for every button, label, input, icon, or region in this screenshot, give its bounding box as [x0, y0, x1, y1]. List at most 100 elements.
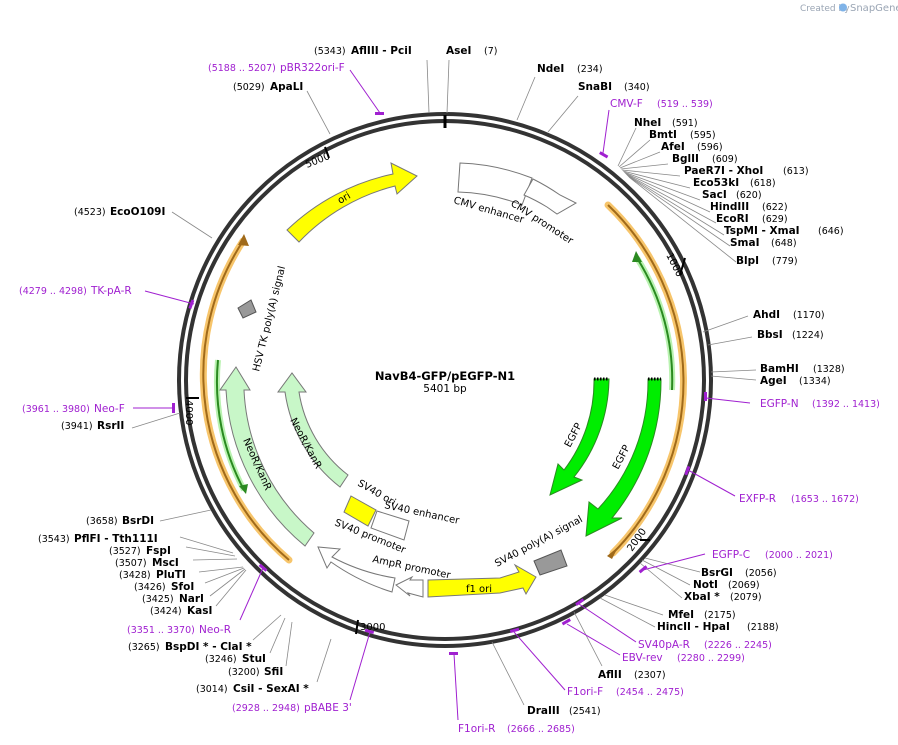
feature-hsv-tk-polya: HSV TK poly(A) signal: [237, 265, 288, 373]
site-ahdI[interactable]: AhdI(1170): [753, 309, 825, 321]
svg-text:(2000 .. 2021): (2000 .. 2021): [765, 550, 833, 561]
svg-text:(2069): (2069): [728, 580, 760, 591]
tick-label-4000: 4000: [183, 400, 194, 425]
tick-label-3000: 3000: [360, 622, 385, 633]
site-bsrGI[interactable]: BsrGI(2056): [701, 567, 777, 579]
svg-text:(3200): (3200): [228, 667, 260, 678]
site-mfeI[interactable]: MfeI(2175): [668, 609, 736, 621]
site-mscI[interactable]: (3507)MscI: [115, 557, 179, 569]
site-bbsI[interactable]: BbsI(1224): [757, 329, 824, 341]
site-sfoI[interactable]: (3426)SfoI: [134, 581, 194, 593]
site-bamHI[interactable]: BamHI(1328): [760, 363, 845, 375]
site-sacI[interactable]: SacI(620): [702, 189, 762, 201]
svg-text:AfeI: AfeI: [661, 141, 685, 153]
svg-text:F1ori-F: F1ori-F: [567, 686, 603, 698]
feature-cmv-enhancer: CMV enhancer: [452, 162, 533, 226]
site-notI[interactable]: NotI(2069): [693, 579, 760, 591]
site-bglII[interactable]: BglII(609): [672, 153, 738, 165]
primer-ebv-rev[interactable]: EBV-rev(2280 .. 2299): [622, 652, 745, 664]
feature-neor-outer: NeoR/KanR: [219, 366, 315, 547]
site-aflII[interactable]: AflII(2307): [598, 669, 666, 681]
site-stuI[interactable]: (3246)StuI: [205, 653, 266, 665]
site-bspDI-claI[interactable]: (3265)BspDI * - ClaI *: [128, 641, 252, 653]
svg-text:CsiI - SexAI *: CsiI - SexAI *: [233, 683, 309, 695]
primer-f1ori-f[interactable]: F1ori-F(2454 .. 2475): [567, 686, 684, 698]
svg-text:(3351 .. 3370): (3351 .. 3370): [127, 625, 195, 636]
svg-text:(3941): (3941): [61, 421, 93, 432]
site-tspMI-xmaI[interactable]: TspMI - XmaI(646): [724, 225, 844, 237]
primer-pbabe-3[interactable]: (2928 .. 2948)pBABE 3': [232, 702, 352, 714]
site-sfiI[interactable]: (3200) SfiI: [228, 666, 283, 678]
site-hincII-hpaI[interactable]: HincII - HpaI(2188): [657, 621, 779, 633]
site-ecoO109I[interactable]: (4523)EcoO109I: [74, 206, 165, 218]
site-pluTI[interactable]: (3428)PluTI: [119, 569, 186, 581]
svg-text:HincII - HpaI: HincII - HpaI: [657, 621, 730, 633]
primer-exfp-r[interactable]: EXFP-R(1653 .. 1672): [739, 493, 859, 505]
svg-text:AhdI: AhdI: [753, 309, 780, 321]
svg-text:FspI: FspI: [146, 545, 171, 557]
site-afeI[interactable]: AfeI (596): [661, 141, 723, 153]
site-snabi[interactable]: SnaBI(340): [578, 81, 650, 93]
site-ecoRI[interactable]: EcoRI(629): [716, 213, 788, 225]
feature-egfp-inner: EGFP: [549, 377, 610, 496]
svg-text:(591): (591): [672, 118, 698, 129]
svg-text:ApaLI: ApaLI: [270, 81, 303, 93]
svg-text:BmtI: BmtI: [649, 129, 677, 141]
svg-text:BsrDI: BsrDI: [122, 515, 154, 527]
svg-text:BamHI: BamHI: [760, 363, 799, 375]
site-bmtI[interactable]: BmtI(595): [649, 129, 716, 141]
site-ndeI[interactable]: NdeI(234): [537, 63, 603, 75]
site-csiI-sexAI[interactable]: (3014) CsiI - SexAI *: [196, 683, 309, 695]
backbone: [177, 112, 713, 648]
svg-text:AflIII - PciI: AflIII - PciI: [351, 45, 412, 57]
svg-text:(2226 .. 2245): (2226 .. 2245): [704, 640, 772, 651]
site-ageI[interactable]: AgeI(1334): [760, 375, 831, 387]
primer-pbr322ori-f[interactable]: (5188 .. 5207)pBR322ori-F: [208, 62, 345, 74]
primer-cmv-f[interactable]: CMV-F(519 .. 539): [610, 98, 713, 110]
site-bsrDI[interactable]: (3658)BsrDI: [86, 515, 154, 527]
primer-neo-f[interactable]: (3961 .. 3980)Neo-F: [22, 403, 125, 415]
site-xbaI[interactable]: XbaI *(2079): [684, 591, 762, 603]
svg-text:(1334): (1334): [799, 376, 831, 387]
site-hindIII[interactable]: HindIII(622): [710, 201, 788, 213]
primer-egfp-n[interactable]: EGFP-N(1392 .. 1413): [760, 398, 880, 410]
svg-text:BlpI: BlpI: [736, 255, 759, 267]
primer-neo-r[interactable]: (3351 .. 3370)Neo-R: [127, 624, 231, 636]
svg-text:(646): (646): [818, 226, 844, 237]
svg-text:EcoRI: EcoRI: [716, 213, 749, 225]
plasmid-size: 5401 bp: [423, 383, 467, 395]
site-blpI[interactable]: BlpI(779): [736, 255, 798, 267]
svg-text:MscI: MscI: [152, 557, 179, 569]
site-smaI[interactable]: SmaI(648): [730, 237, 797, 249]
primer-tk-pa-r[interactable]: (4279 .. 4298)TK-pA-R: [19, 285, 132, 297]
svg-text:CMV-F: CMV-F: [610, 98, 643, 110]
svg-text:(609): (609): [712, 154, 738, 165]
site-pflFI-tth111I[interactable]: (3543)PflFI - Tth111I: [38, 533, 158, 545]
primer-arc-neo-head: [238, 234, 249, 246]
site-kasI[interactable]: (3424)KasI: [150, 605, 212, 617]
site-apaLI[interactable]: (5029)ApaLI: [233, 81, 303, 93]
site-narI[interactable]: (3425)NarI: [142, 593, 204, 605]
site-nheI[interactable]: NheI(591): [634, 117, 698, 129]
primer-f1ori-r[interactable]: F1ori-R(2666 .. 2685): [458, 723, 575, 735]
svg-text:(596): (596): [697, 142, 723, 153]
site-aseI[interactable]: AseI(7): [446, 45, 497, 57]
site-aflIII-pciI[interactable]: (5343)AflIII - PciI: [314, 45, 412, 57]
site-paeR7I-xhoI[interactable]: PaeR7I - XhoI(613): [684, 165, 809, 177]
svg-text:pBABE 3': pBABE 3': [304, 702, 352, 714]
svg-text:SfiI: SfiI: [264, 666, 283, 678]
svg-text:(1224): (1224): [792, 330, 824, 341]
site-eco53kI[interactable]: Eco53kI(618): [693, 177, 776, 189]
credit-brand: SnapGene: [850, 3, 898, 14]
site-draIII[interactable]: DraIII(2541): [527, 705, 601, 717]
feature-label-hsv-tk-polya: HSV TK poly(A) signal: [251, 265, 288, 373]
primer-egfp-c[interactable]: EGFP-C(2000 .. 2021): [712, 549, 833, 561]
svg-text:(613): (613): [783, 166, 809, 177]
site-fspI[interactable]: (3527)FspI: [109, 545, 171, 557]
site-rsrII[interactable]: (3941)RsrII: [61, 420, 124, 432]
svg-text:(3014): (3014): [196, 684, 228, 695]
svg-text:(3426): (3426): [134, 582, 166, 593]
primer-sv40pa-r[interactable]: SV40pA-R(2226 .. 2245): [638, 639, 772, 651]
primers: (5188 .. 5207)pBR322ori-F CMV-F(519 .. 5…: [19, 62, 880, 735]
